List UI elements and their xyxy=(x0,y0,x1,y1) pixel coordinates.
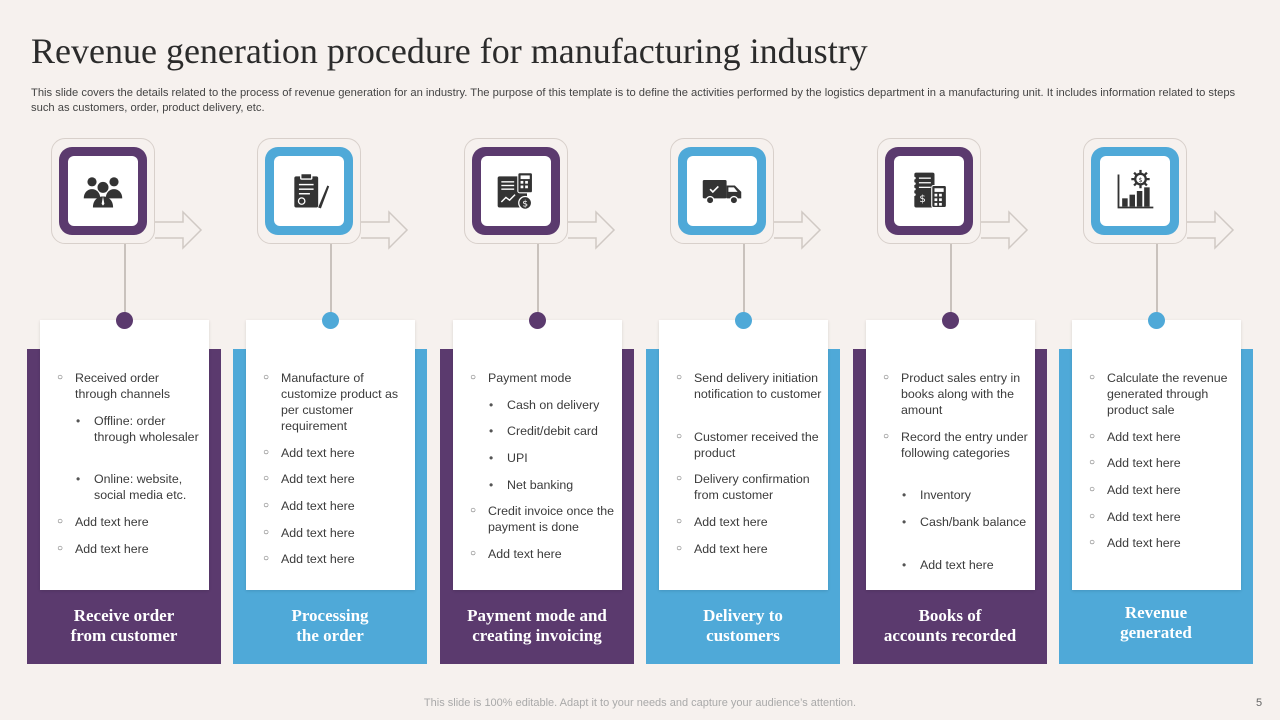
connector-dot xyxy=(116,312,133,329)
step-books-accounts: $ Product sales entry in books along wit… xyxy=(853,0,1047,720)
list-item: Add text here xyxy=(57,514,203,530)
list-item: Offline: order through wholesaler xyxy=(76,413,204,445)
list-item: Credit/debit card xyxy=(489,423,617,439)
icon-frame: $ xyxy=(877,138,981,244)
list-item: Add text here xyxy=(263,551,409,567)
revenue-chart-icon: $ xyxy=(1117,169,1154,209)
step-processing-order: Manufacture of customize product as per … xyxy=(233,0,427,720)
page-title: Revenue generation procedure for manufac… xyxy=(31,31,868,71)
connector-line xyxy=(950,244,952,314)
step-card: Manufacture of customize product as per … xyxy=(246,320,415,590)
step-card: Payment mode Cash on delivery Credit/deb… xyxy=(453,320,622,590)
step-label: Processing the order xyxy=(291,606,369,645)
step-card: Received order through channels Offline:… xyxy=(40,320,209,590)
svg-text:$: $ xyxy=(522,199,528,210)
page-subtitle: This slide covers the details related to… xyxy=(31,87,1236,114)
list-item: Add text here xyxy=(263,525,409,541)
connector-dot xyxy=(942,312,959,329)
list-item: Record the entry under following categor… xyxy=(883,429,1029,461)
connector-dot xyxy=(1148,312,1165,329)
list-item: Inventory xyxy=(902,487,1030,503)
connector-line xyxy=(537,244,539,314)
step-label: Payment mode and creating invoicing xyxy=(467,606,607,645)
step-label: Delivery to customers xyxy=(703,606,783,645)
list-item: Add text here xyxy=(1089,509,1235,525)
connector-dot xyxy=(322,312,339,329)
list-item: Net banking xyxy=(489,477,617,493)
flow-arrow-icon xyxy=(361,210,409,250)
clipboard-contract-icon xyxy=(294,172,330,209)
icon-frame: $ xyxy=(464,138,568,244)
list-item: Calculate the revenue generated through … xyxy=(1089,370,1235,418)
list-item: Add text here xyxy=(57,541,203,557)
flow-arrow-icon xyxy=(981,210,1029,250)
list-item: Add text here xyxy=(263,445,409,461)
step-card: Calculate the revenue generated through … xyxy=(1072,320,1241,590)
list-item: Received order through channels xyxy=(57,370,203,402)
list-item: Customer received the product xyxy=(676,429,822,461)
step-payment-invoicing: $ Payment mode Cash on delivery Credit/d… xyxy=(440,0,634,720)
svg-text:$: $ xyxy=(919,194,925,205)
icon-frame xyxy=(670,138,774,244)
footer-note: This slide is 100% editable. Adapt it to… xyxy=(423,697,857,709)
icon-frame: $ xyxy=(1083,138,1187,244)
list-item: Cash on delivery xyxy=(489,397,617,413)
list-item: Cash/bank balance xyxy=(902,514,1030,530)
customers-icon xyxy=(83,177,123,208)
flow-arrow-icon xyxy=(155,210,203,250)
list-item: Manufacture of customize product as per … xyxy=(263,370,409,434)
step-card: Product sales entry in books along with … xyxy=(866,320,1035,590)
list-item: Send delivery initiation notification to… xyxy=(676,370,822,402)
list-item: UPI xyxy=(489,450,617,466)
delivery-truck-icon xyxy=(702,180,742,205)
icon-frame xyxy=(257,138,361,244)
list-item: Credit invoice once the payment is done xyxy=(470,503,616,535)
flow-arrow-icon xyxy=(1187,210,1235,250)
step-delivery: Send delivery initiation notification to… xyxy=(646,0,840,720)
connector-line xyxy=(124,244,126,314)
step-receive-order: Received order through channels Offline:… xyxy=(27,0,221,720)
step-revenue-generated: $ Calculate the revenue generated throug… xyxy=(1059,0,1253,720)
list-item: Add text here xyxy=(676,541,822,557)
list-item: Product sales entry in books along with … xyxy=(883,370,1029,418)
list-item: Add text here xyxy=(263,471,409,487)
connector-line xyxy=(330,244,332,314)
invoice-payment-icon: $ xyxy=(497,172,534,210)
step-card: Send delivery initiation notification to… xyxy=(659,320,828,590)
page-number: 5 xyxy=(1256,697,1263,709)
step-label: Books of accounts recorded xyxy=(883,606,1017,645)
list-item: Delivery confirmation from customer xyxy=(676,471,822,503)
connector-line xyxy=(743,244,745,314)
accounts-ledger-icon: $ xyxy=(912,172,947,209)
list-item: Add text here xyxy=(676,514,822,530)
step-label: Revenue generated xyxy=(1120,603,1192,642)
connector-dot xyxy=(735,312,752,329)
list-item: Online: website, social media etc. xyxy=(76,471,204,503)
flow-arrow-icon xyxy=(568,210,616,250)
list-item: Add text here xyxy=(1089,535,1235,551)
flow-arrow-icon xyxy=(774,210,822,250)
list-item: Add text here xyxy=(1089,482,1235,498)
connector-line xyxy=(1156,244,1158,314)
step-label: Receive order from customer xyxy=(70,606,178,645)
svg-text:$: $ xyxy=(1138,176,1142,184)
list-item: Payment mode xyxy=(470,370,616,386)
list-item: Add text here xyxy=(263,498,409,514)
list-item: Add text here xyxy=(902,557,1030,573)
connector-dot xyxy=(529,312,546,329)
icon-frame xyxy=(51,138,155,244)
list-item: Add text here xyxy=(1089,455,1235,471)
list-item: Add text here xyxy=(470,546,616,562)
list-item: Add text here xyxy=(1089,429,1235,445)
